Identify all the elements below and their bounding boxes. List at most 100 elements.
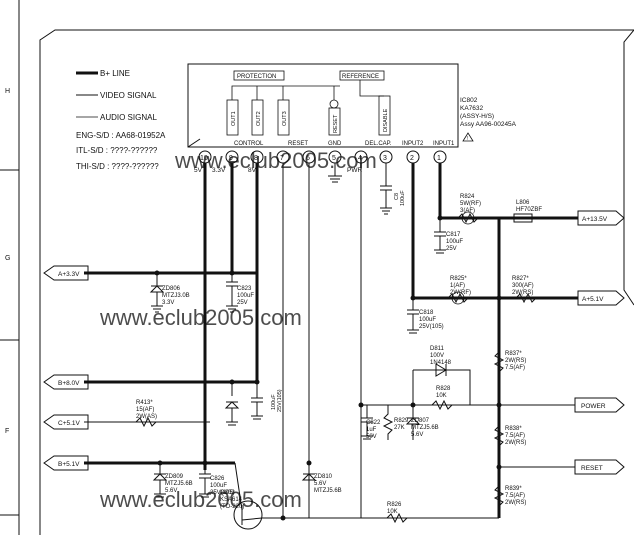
svg-text:R837*: R837* bbox=[505, 351, 522, 357]
ic-pin-label-gnd: GND bbox=[328, 141, 342, 147]
border-mark-f: F bbox=[5, 428, 9, 435]
zd810-diode bbox=[301, 463, 317, 494]
r838-resistor bbox=[493, 425, 505, 447]
watermark-middle: www.eclub2005.com bbox=[99, 305, 302, 330]
svg-text:A+3.3V: A+3.3V bbox=[58, 271, 80, 278]
svg-text:8: 8 bbox=[254, 155, 258, 162]
svg-text:R825*: R825* bbox=[450, 276, 467, 282]
ic-pin-label-input1: INPUT1 bbox=[433, 141, 455, 147]
svg-text:R828: R828 bbox=[436, 386, 451, 392]
c818-cap bbox=[407, 298, 419, 330]
svg-text:MTZJ5.6B: MTZJ5.6B bbox=[411, 425, 439, 431]
board-outline-left bbox=[39, 29, 634, 535]
svg-text:MTZJ3.0B: MTZJ3.0B bbox=[162, 293, 190, 299]
net-tags: A+3.3V B+8.0V C+5.1V B+5.1V A+13.5V A+5.… bbox=[43, 210, 625, 475]
l806-inductor bbox=[513, 213, 533, 223]
svg-text:4: 4 bbox=[358, 155, 362, 162]
svg-text:OUT3: OUT3 bbox=[282, 111, 288, 126]
svg-text:9: 9 bbox=[229, 155, 233, 162]
svg-text:50V: 50V bbox=[366, 434, 377, 440]
legend-b-line: B+ LINE bbox=[100, 69, 130, 78]
svg-text:100uF: 100uF bbox=[271, 394, 277, 410]
svg-text:ZD806: ZD806 bbox=[162, 286, 181, 292]
ic-pin-label-delcap: DEL.CAP. bbox=[365, 141, 392, 147]
ic-pin-label-reset: RESET bbox=[288, 141, 308, 147]
svg-text:R824: R824 bbox=[460, 194, 475, 200]
svg-text:R413*: R413* bbox=[136, 400, 153, 406]
svg-text:25V: 25V bbox=[446, 246, 457, 252]
legend-video-signal: VIDEO SIGNAL bbox=[100, 91, 157, 100]
junction-dots bbox=[154, 215, 502, 521]
svg-text:1(AF): 1(AF) bbox=[450, 283, 465, 289]
svg-text:6: 6 bbox=[306, 155, 310, 162]
svg-text:A+5.1V: A+5.1V bbox=[582, 296, 604, 303]
net-tag-b51 bbox=[43, 455, 89, 471]
svg-text:7: 7 bbox=[280, 155, 284, 162]
svg-text:C822: C822 bbox=[366, 420, 381, 426]
svg-text:100V: 100V bbox=[430, 353, 444, 359]
r828-resistor bbox=[431, 399, 453, 411]
legend: B+ LINE VIDEO SIGNAL AUDIO SIGNAL ENG-S/… bbox=[76, 69, 166, 171]
sheet-border: H G F bbox=[0, 0, 20, 535]
svg-text:ZD807: ZD807 bbox=[411, 418, 430, 424]
pin4-voltage: PWR bbox=[347, 167, 362, 174]
legend-audio-signal: AUDIO SIGNAL bbox=[100, 113, 157, 122]
ic802: PROTECTION REFERENCE OUT1 OUT2 OUT3 RESE… bbox=[187, 63, 517, 148]
svg-text:RESET: RESET bbox=[333, 114, 339, 133]
pin8-voltage: 8V bbox=[248, 167, 257, 174]
svg-text:10K: 10K bbox=[387, 509, 398, 515]
r826-resistor bbox=[386, 512, 408, 524]
svg-text:L806: L806 bbox=[516, 200, 530, 206]
ic-protection-label: PROTECTION bbox=[237, 74, 276, 80]
svg-text:(TO-220): (TO-220) bbox=[220, 504, 244, 510]
net-tag-power bbox=[574, 397, 625, 413]
svg-text:A+13.5V: A+13.5V bbox=[582, 216, 608, 223]
svg-text:5.6V: 5.6V bbox=[165, 488, 177, 494]
svg-text:POWER: POWER bbox=[581, 403, 606, 410]
pin10-voltage: 5V bbox=[194, 167, 203, 174]
svg-text:R839*: R839* bbox=[505, 486, 522, 492]
ic-pin-label-control: CONTROL bbox=[234, 141, 264, 147]
net-tag-a33 bbox=[43, 265, 89, 281]
r837-resistor bbox=[493, 351, 505, 373]
ic-assy: (ASSY-H/S) bbox=[460, 113, 494, 120]
wiring bbox=[84, 163, 578, 519]
border-mark-h: H bbox=[5, 88, 10, 95]
legend-eng-sd: ENG-S/D : AA68-01952A bbox=[76, 131, 166, 140]
svg-text:100uF: 100uF bbox=[419, 317, 436, 323]
net-tag-a135 bbox=[577, 210, 625, 226]
ic-ref: IC802 bbox=[460, 97, 478, 104]
svg-text:OUT2: OUT2 bbox=[256, 111, 262, 126]
c822-cap bbox=[361, 405, 373, 436]
svg-text:100uF: 100uF bbox=[210, 483, 227, 489]
svg-text:C817: C817 bbox=[446, 232, 461, 238]
b80-cap bbox=[251, 382, 263, 416]
svg-text:100uF: 100uF bbox=[237, 293, 254, 299]
svg-text:MTZJ5.6B: MTZJ5.6B bbox=[165, 481, 193, 487]
svg-text:RESET: RESET bbox=[581, 465, 603, 472]
svg-text:5W(RF): 5W(RF) bbox=[460, 201, 481, 207]
ic-reference-label: REFERENCE bbox=[342, 74, 379, 80]
svg-text:HF70ZBF: HF70ZBF bbox=[516, 207, 542, 213]
svg-text:2W(RS): 2W(RS) bbox=[512, 290, 533, 296]
q803-transistor bbox=[233, 500, 263, 530]
svg-text:7.5(AF): 7.5(AF) bbox=[505, 365, 525, 371]
net-tag-reset bbox=[574, 459, 625, 475]
svg-text:100uF: 100uF bbox=[400, 190, 406, 206]
svg-text:ZD809: ZD809 bbox=[165, 474, 184, 480]
svg-text:2W(RS): 2W(RS) bbox=[505, 358, 526, 364]
r825-resistor bbox=[447, 292, 469, 304]
svg-text:R826: R826 bbox=[387, 502, 402, 508]
svg-text:2W(RF): 2W(RF) bbox=[450, 290, 471, 296]
ic-block-reset bbox=[328, 107, 341, 136]
svg-text:2: 2 bbox=[410, 155, 414, 162]
svg-text:R838*: R838* bbox=[505, 426, 522, 432]
ic-assy-no: Assy AA96-00245A bbox=[460, 121, 517, 128]
ic-part: KA7632 bbox=[460, 105, 484, 112]
svg-text:C8: C8 bbox=[394, 193, 400, 200]
svg-text:OUT1: OUT1 bbox=[231, 111, 237, 126]
svg-text:R827*: R827* bbox=[512, 276, 529, 282]
svg-text:1uF: 1uF bbox=[366, 427, 377, 433]
ground-symbol-pin5 bbox=[328, 175, 342, 183]
